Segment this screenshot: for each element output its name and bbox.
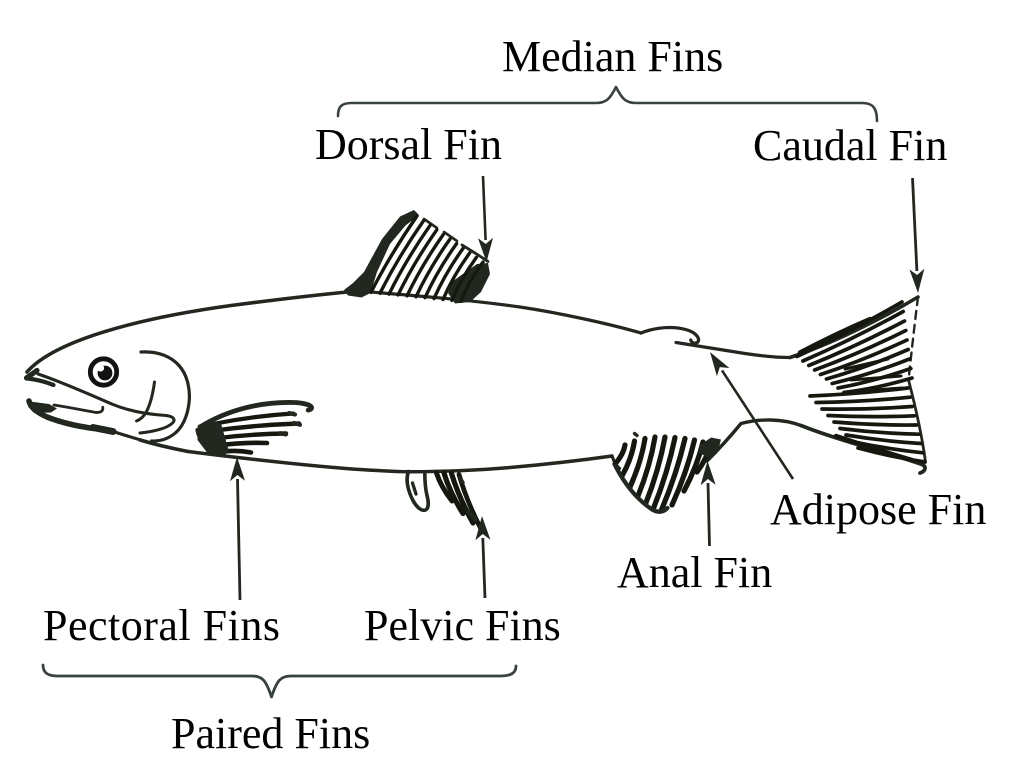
svg-text:Pelvic Fins: Pelvic Fins bbox=[364, 601, 561, 650]
svg-text:Median Fins: Median Fins bbox=[502, 32, 723, 81]
svg-text:Adipose Fin: Adipose Fin bbox=[770, 485, 986, 534]
svg-text:Anal Fin: Anal Fin bbox=[617, 548, 772, 597]
svg-text:Caudal Fin: Caudal Fin bbox=[753, 121, 947, 170]
svg-text:Pectoral Fins: Pectoral Fins bbox=[43, 601, 280, 650]
svg-text:Dorsal Fin: Dorsal Fin bbox=[315, 120, 502, 169]
svg-text:Paired Fins: Paired Fins bbox=[171, 709, 370, 758]
